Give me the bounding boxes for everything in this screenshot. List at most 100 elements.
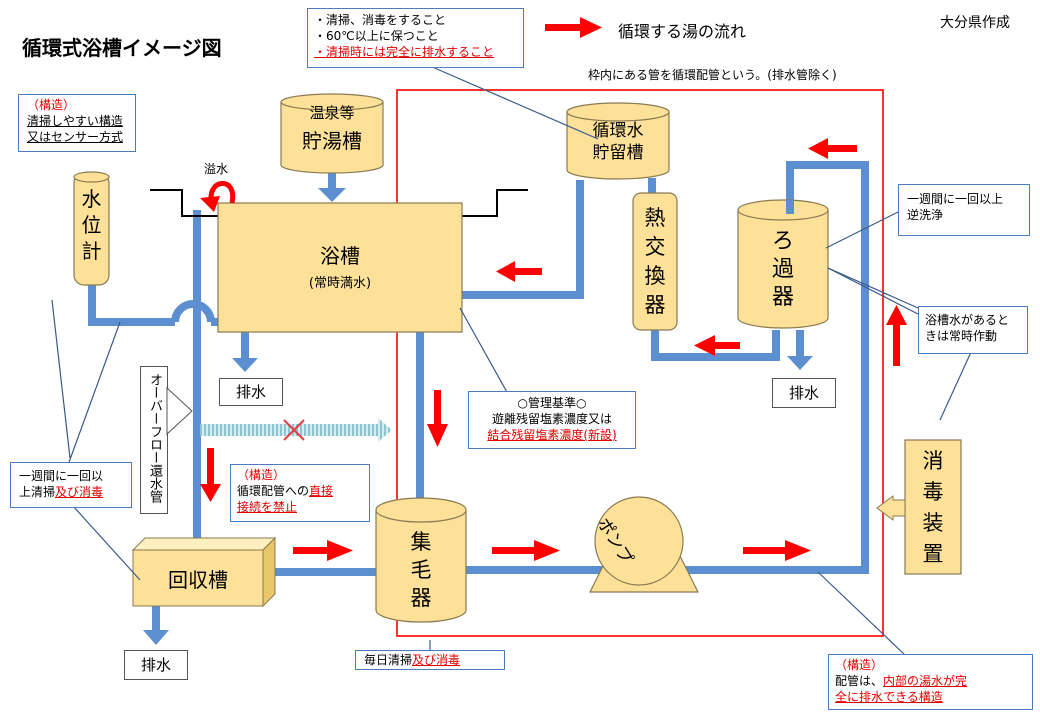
onsen-tank-label: 貯湯槽 bbox=[302, 129, 362, 153]
pipe-text-a: 配管は、 bbox=[835, 674, 884, 688]
overflow-arrowhead bbox=[200, 196, 220, 212]
filter-drain-label: 排水 bbox=[772, 378, 836, 408]
overflow-label: 溢水 bbox=[204, 162, 229, 176]
bath-sub-label: (常時満水) bbox=[308, 276, 372, 291]
hair-catcher-label: 集 毛 器 bbox=[376, 528, 466, 612]
disinfector-label: 消 毒 装 置 bbox=[905, 446, 961, 570]
auto-note-line-2: きは常時作動 bbox=[925, 329, 998, 343]
water-level-note-tag: （構造） bbox=[27, 98, 76, 112]
legend-label: 循環する湯の流れ bbox=[618, 22, 747, 41]
standard-note-box: ○管理基準○ 遊離残留塩素濃度又は 結合残留塩素濃度(新設) bbox=[468, 391, 636, 449]
author-label: 大分県作成 bbox=[940, 15, 1010, 31]
onsen-tank-label-top: 温泉等 bbox=[309, 104, 355, 122]
frame-note: 枠内にある管を循環配管という。(排水管除く) bbox=[588, 68, 837, 82]
top-note-line-3: ・清掃時には完全に排水すること bbox=[314, 45, 495, 59]
backwash-note-line-1: 一週間に一回以上 bbox=[907, 192, 1004, 206]
pipe-note-tag: （構造） bbox=[835, 658, 884, 672]
pipe-note-line-1: 配管は、内部の湯水が完 bbox=[835, 673, 1026, 689]
weekly-text-a: 上清掃 bbox=[19, 485, 56, 499]
circ-tank-label: 循環水 貯留槽 bbox=[567, 120, 669, 164]
filter-tank bbox=[737, 199, 829, 329]
heat-exchanger-label: 熱 交 換 器 bbox=[633, 204, 677, 320]
filter-char: 器 bbox=[771, 285, 794, 310]
collection-tank-label: 回収槽 bbox=[168, 568, 228, 592]
dis-char: 装 bbox=[922, 511, 944, 535]
bath-tank bbox=[217, 202, 463, 333]
overflow-pipe-label: オーバーフロー還水管 bbox=[140, 366, 168, 514]
prohibit-note-line-1: 循環配管への直接 bbox=[237, 483, 363, 499]
filter-char: 過 bbox=[771, 257, 794, 282]
water-level-gauge bbox=[73, 171, 110, 286]
collection-tank-box bbox=[131, 536, 277, 608]
pipe-note-box: （構造） 配管は、内部の湯水が完 全に排水できる構造 bbox=[828, 654, 1033, 710]
filter-label: ろ 過 器 bbox=[738, 228, 828, 312]
heat-exchanger-box bbox=[632, 192, 678, 331]
circ-tank-line-1: 循環水 bbox=[592, 121, 644, 141]
hx-char: 交 bbox=[644, 235, 666, 259]
flow-arrows bbox=[200, 17, 907, 561]
bath-rim-right bbox=[462, 189, 528, 217]
prohibit-text-b: 直接 bbox=[309, 484, 334, 498]
pipes bbox=[88, 161, 869, 576]
weekly-note-line-1: 一週間に一回以 bbox=[19, 469, 104, 483]
bath-rim-left bbox=[150, 189, 218, 217]
prohibit-note-tag: （構造） bbox=[237, 468, 286, 482]
bath-label: 浴槽 bbox=[320, 244, 360, 268]
hair-catcher-tank bbox=[375, 497, 467, 623]
pipe-note-line-2: 全に排水できる構造 bbox=[835, 690, 943, 704]
dis-char: 消 bbox=[922, 449, 944, 473]
prohibit-note-line-2: 接続を禁止 bbox=[237, 500, 298, 514]
daily-text-a: 毎日清掃 bbox=[364, 653, 413, 667]
backwash-note-box: 一週間に一回以上 逆洗浄 bbox=[898, 184, 1030, 236]
weekly-note-box: 一週間に一回以 上清掃及び消毒 bbox=[10, 462, 132, 508]
hair-char: 器 bbox=[410, 586, 432, 610]
bath-drain-label: 排水 bbox=[219, 378, 283, 406]
filter-char: ろ bbox=[771, 229, 794, 254]
circ-tank-line-2: 貯留槽 bbox=[592, 143, 644, 163]
weekly-note-line-2: 上清掃及び消毒 bbox=[19, 484, 123, 500]
standard-note-line-3: 結合残留塩素濃度(新設) bbox=[487, 428, 617, 442]
auto-note-line-1: 浴槽水があると bbox=[925, 313, 1010, 327]
water-level-note-line-1: 清掃しやすい構造 bbox=[27, 114, 123, 128]
water-level-note-box: （構造） 清掃しやすい構造 又はセンサー方式 bbox=[18, 94, 136, 152]
hx-char: 換 bbox=[644, 264, 666, 288]
weekly-text-b: 及び消毒 bbox=[55, 485, 104, 499]
disinfector-box bbox=[904, 439, 962, 575]
top-note-box: ・清掃、消毒をすること ・60℃以上に保つこと ・清掃時には完全に排水すること bbox=[307, 8, 524, 68]
prohibit-text-a: 循環配管への bbox=[237, 484, 310, 498]
auto-note-box: 浴槽水があると きは常時作動 bbox=[918, 306, 1028, 354]
circulation-water-tank bbox=[566, 102, 670, 180]
water-level-note-line-2: 又はセンサー方式 bbox=[27, 130, 124, 144]
overflow-pipe-pointer bbox=[166, 386, 193, 436]
hx-char: 熱 bbox=[644, 206, 666, 230]
daily-note-box: 毎日清掃及び消毒 bbox=[355, 650, 505, 670]
pipe-text-b: 内部の湯水が完 bbox=[883, 674, 968, 688]
leader-lines bbox=[51, 65, 973, 656]
pump-body bbox=[589, 496, 699, 593]
water-level-gauge-label: 水 位 計 bbox=[74, 186, 109, 264]
drain-arrows bbox=[143, 172, 813, 645]
prohibit-note-box: （構造） 循環配管への直接 接続を禁止 bbox=[230, 464, 370, 522]
hair-char: 集 bbox=[410, 530, 432, 554]
collect-drain-label: 排水 bbox=[124, 650, 188, 680]
dis-char: 毒 bbox=[922, 480, 944, 504]
disinfector-pointer bbox=[876, 495, 906, 521]
circulation-frame bbox=[396, 89, 884, 637]
gauge-char: 位 bbox=[81, 213, 102, 237]
diagram-title: 循環式浴槽イメージ図 bbox=[22, 36, 222, 60]
onsen-storage-tank bbox=[280, 93, 384, 174]
gauge-char: 計 bbox=[81, 239, 102, 263]
dis-char: 置 bbox=[922, 542, 944, 566]
daily-text-b: 及び消毒 bbox=[412, 653, 461, 667]
prohibited-connection bbox=[200, 418, 392, 442]
top-note-line-2: ・60℃以上に保つこと bbox=[314, 29, 439, 43]
standard-note-line-1: ○管理基準○ bbox=[517, 396, 587, 410]
top-note-line-1: ・清掃、消毒をすること bbox=[314, 13, 447, 27]
hair-char: 毛 bbox=[410, 558, 432, 582]
backwash-note-line-2: 逆洗浄 bbox=[907, 208, 944, 222]
hx-char: 器 bbox=[644, 293, 666, 317]
gauge-char: 水 bbox=[81, 187, 102, 211]
standard-note-line-2: 遊離残留塩素濃度又は bbox=[491, 412, 612, 426]
